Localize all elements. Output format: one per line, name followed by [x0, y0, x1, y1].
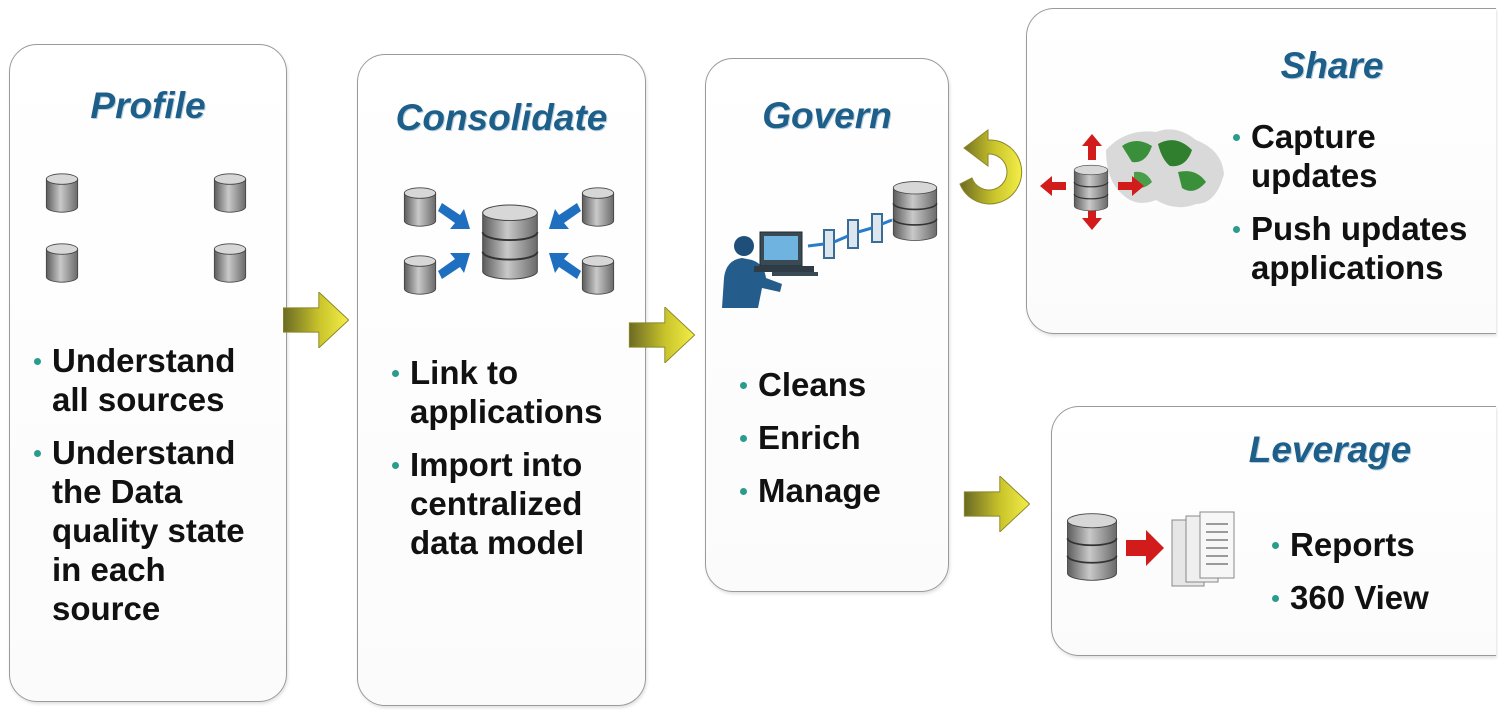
database-icon [1073, 164, 1109, 212]
red-arrow-icon [1126, 530, 1164, 566]
share-title: Share [1280, 45, 1384, 86]
bullet-item: Link to applications [388, 353, 643, 431]
consolidate-bullets: Link to applications Import into central… [388, 353, 643, 576]
bullet-item: Capture updates [1229, 117, 1411, 195]
bullet-item: Cleans [736, 365, 941, 404]
person-computer-icon [722, 180, 938, 308]
consolidate-title: Consolidate [395, 97, 608, 138]
red-arrow-icon [1040, 134, 1144, 230]
profile-bullets: Understand all sources Understand the Da… [30, 341, 280, 642]
leverage-panel: Leverage Reports 360 View [1051, 406, 1496, 656]
govern-panel: Govern Cleans Enrich Manage [705, 58, 949, 592]
leverage-bullets: Reports 360 View [1268, 525, 1488, 631]
bullet-item: Reports [1268, 525, 1488, 564]
flow-arrow-icon [963, 476, 1031, 532]
database-icon [213, 243, 247, 283]
database-icon [1066, 512, 1118, 582]
database-icon [213, 173, 247, 213]
bullet-item: 360 View [1268, 578, 1488, 617]
share-bullets: Capture updates Push updates application… [1229, 117, 1498, 301]
report-pages-icon [1171, 511, 1235, 587]
database-icon [403, 187, 437, 227]
database-icon [892, 180, 938, 242]
bullet-item: Manage [736, 471, 941, 510]
blue-arrow-icon [438, 203, 581, 279]
database-icon [45, 243, 79, 283]
govern-bullets: Cleans Enrich Manage [736, 365, 941, 524]
database-icon [45, 173, 79, 213]
database-icon [481, 203, 539, 281]
database-icon [403, 255, 437, 295]
govern-title: Govern [762, 95, 892, 136]
globe-icon [1106, 129, 1224, 208]
leverage-reports-art [1066, 511, 1235, 587]
database-icon [581, 187, 615, 227]
profile-title: Profile [90, 85, 206, 126]
cycle-arrow-icon [959, 129, 1023, 205]
flow-arrow-icon [628, 307, 696, 363]
globe-share-art [1040, 129, 1224, 230]
profile-panel: Profile Understand all sources Understan… [9, 44, 287, 702]
bullet-item: Understand all sources [30, 341, 280, 419]
bullet-item: Enrich [736, 418, 941, 457]
bullet-item: Import into centralized data model [388, 445, 643, 562]
bullet-item: Push updates applications [1229, 209, 1498, 287]
database-icon [581, 255, 615, 295]
source-databases-art [45, 173, 247, 283]
consolidation-art [403, 187, 615, 295]
leverage-title: Leverage [1248, 429, 1412, 470]
bullet-item: Understand the Data quality state in eac… [30, 433, 280, 628]
consolidate-panel: Consolidate Link to applications Import … [357, 54, 646, 706]
flow-arrow-icon [283, 292, 349, 348]
